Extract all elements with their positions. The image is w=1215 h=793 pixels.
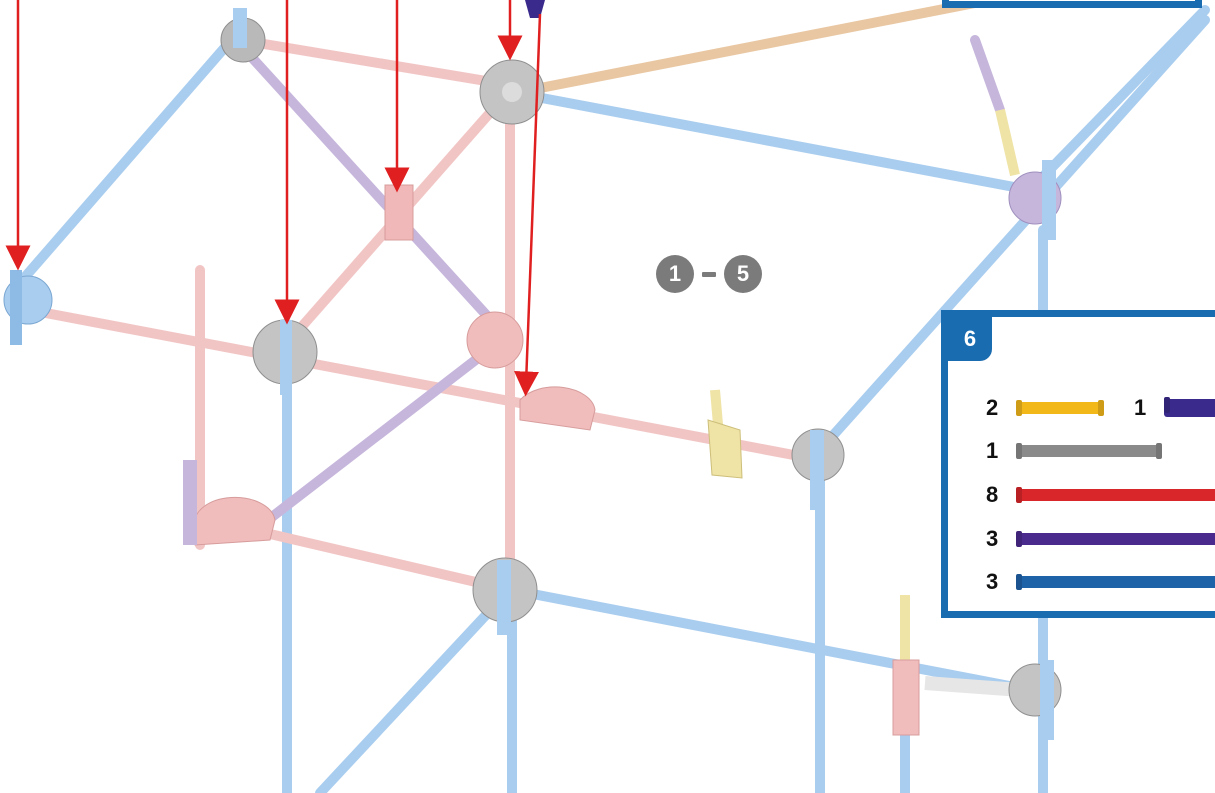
- yellow-connector: [707, 419, 743, 479]
- gray-connector-right-mid: [791, 428, 845, 510]
- part-row-red: 8: [986, 480, 1215, 510]
- gray-connector-bottom-center: [472, 557, 538, 635]
- part-row-blue: 3: [986, 567, 1215, 597]
- purple-connector-right-top: [1008, 160, 1062, 240]
- part-quantity: 8: [986, 482, 999, 507]
- part-row-purple-connector: 1: [1134, 393, 1215, 423]
- gray-rod-icon: [1016, 445, 1162, 457]
- purple-rod-icon: [1016, 533, 1215, 545]
- previous-parts-box-edge: [942, 0, 1202, 8]
- step-range-indicator: 1 5: [656, 254, 776, 294]
- light-pink-rods: [25, 35, 825, 595]
- step-number-badge: 6: [948, 317, 992, 361]
- step-start-badge: 1: [656, 255, 694, 293]
- yellow-rod-icon: [1016, 402, 1104, 414]
- step-range-dash: [702, 271, 716, 277]
- purple-rod-tip-top: [525, 0, 545, 18]
- part-quantity: 3: [986, 526, 999, 551]
- gray-connector-right-bottom: [1008, 660, 1062, 740]
- part-row-yellow: 2: [986, 393, 1104, 423]
- step-end-badge: 5: [724, 255, 762, 293]
- pink-connector-bottom-right: [892, 659, 920, 736]
- orange-rod: [529, 0, 991, 95]
- part-row-gray: 1: [986, 436, 1162, 466]
- part-quantity: 3: [986, 569, 999, 594]
- pink-connector-center: [466, 311, 524, 369]
- pink-connector-low-left: [183, 460, 276, 546]
- blue-rod-icon: [1016, 576, 1215, 588]
- gray-connector-top-center: [479, 59, 545, 125]
- gray-connector-top-left: [220, 8, 266, 63]
- gray-connector-center-left: [252, 319, 318, 395]
- purple-connector-rod-icon: [1164, 399, 1215, 417]
- blue-connector-left: [3, 270, 53, 345]
- red-rod-icon: [1016, 489, 1215, 501]
- part-quantity: 2: [986, 395, 999, 420]
- white-rod: [924, 676, 1021, 697]
- part-quantity: 1: [986, 438, 999, 463]
- part-row-purple: 3: [986, 524, 1215, 554]
- pink-connector-arc: [519, 386, 596, 431]
- pale-yellow-rod-top: [995, 108, 1020, 177]
- parts-list-box: 6 2 1 1 8 3 3: [941, 310, 1215, 618]
- part-quantity: 1: [1134, 395, 1147, 420]
- placement-arrows: [5, 0, 542, 397]
- pink-connector-small: [384, 184, 414, 241]
